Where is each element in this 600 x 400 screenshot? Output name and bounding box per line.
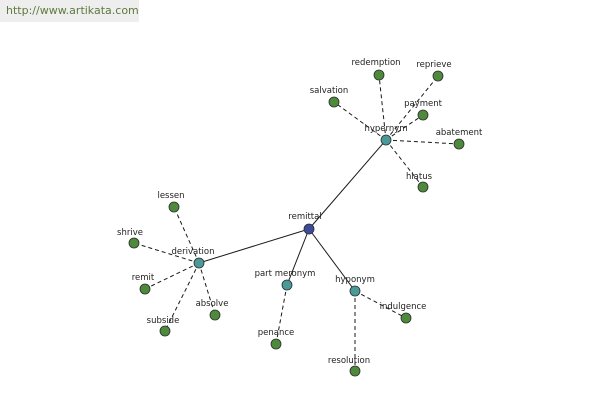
node-absolve-leaf[interactable]: [209, 309, 221, 321]
edges-layer: [133, 74, 460, 371]
node-salvation-leaf[interactable]: [328, 96, 340, 108]
label-redemption[interactable]: redemption: [351, 58, 400, 68]
edge-derivation-absolve: [198, 262, 216, 316]
edge-remittal-part-meronym: [286, 228, 310, 286]
label-penance[interactable]: penance: [258, 328, 295, 338]
node-reprieve-leaf[interactable]: [432, 70, 444, 82]
edge-derivation-subside: [164, 262, 200, 332]
edge-remittal-hyponym: [308, 228, 356, 292]
label-salvation[interactable]: salvation: [310, 86, 349, 96]
node-derivation-category[interactable]: [193, 257, 205, 269]
label-resolution[interactable]: resolution: [328, 356, 370, 366]
edge-hypernym-hiatus: [385, 139, 424, 188]
label-shrive[interactable]: shrive: [117, 228, 143, 238]
node-remittal-root[interactable]: [303, 223, 315, 235]
node-lessen-leaf[interactable]: [168, 201, 180, 213]
edge-derivation-lessen: [173, 206, 200, 264]
edge-hypernym-payment: [385, 114, 424, 141]
edge-hypernym-redemption: [378, 74, 387, 141]
node-part-meronym-category[interactable]: [281, 279, 293, 291]
node-redemption-leaf[interactable]: [373, 69, 385, 81]
edge-derivation-remit: [144, 262, 200, 290]
label-subside[interactable]: subside: [147, 316, 180, 326]
label-absolve[interactable]: absolve: [196, 299, 229, 309]
label-reprieve[interactable]: reprieve: [416, 60, 451, 70]
nodes-layer: [128, 69, 465, 377]
node-indulgence-leaf[interactable]: [400, 312, 412, 324]
labels-layer: remittal hypernym salvation redemption repri…: [117, 58, 483, 366]
node-payment-leaf[interactable]: [417, 109, 429, 121]
label-hiatus[interactable]: hiatus: [406, 172, 433, 182]
label-hyponym[interactable]: hyponym: [335, 275, 375, 285]
node-subside-leaf[interactable]: [159, 325, 171, 337]
label-lessen[interactable]: lessen: [157, 191, 184, 201]
label-remit[interactable]: remit: [132, 273, 155, 283]
edge-remittal-hypernym: [308, 139, 387, 230]
label-payment[interactable]: payment: [404, 99, 443, 109]
edge-hypernym-salvation: [333, 101, 387, 141]
node-shrive-leaf[interactable]: [128, 237, 140, 249]
edge-hypernym-abatement: [385, 139, 460, 145]
label-remittal[interactable]: remittal: [288, 212, 321, 222]
label-derivation[interactable]: derivation: [171, 247, 214, 257]
node-hypernym-category[interactable]: [380, 134, 392, 146]
node-hyponym-category[interactable]: [349, 285, 361, 297]
label-abatement[interactable]: abatement: [436, 128, 483, 138]
node-resolution-leaf[interactable]: [349, 365, 361, 377]
label-part-meronym[interactable]: part meronym: [255, 269, 316, 279]
edge-remittal-derivation: [198, 228, 310, 264]
node-remit-leaf[interactable]: [139, 283, 151, 295]
watermark-url: http://www.artikata.com: [0, 0, 139, 22]
node-abatement-leaf[interactable]: [453, 138, 465, 150]
label-indulgence[interactable]: indulgence: [380, 302, 427, 312]
node-penance-leaf[interactable]: [270, 338, 282, 350]
node-hiatus-leaf[interactable]: [417, 181, 429, 193]
edge-derivation-shrive: [133, 242, 200, 264]
edge-hyponym-indulgence: [354, 290, 407, 319]
label-hypernym[interactable]: hypernym: [364, 124, 407, 134]
edge-part-meronym-penance: [275, 284, 288, 345]
